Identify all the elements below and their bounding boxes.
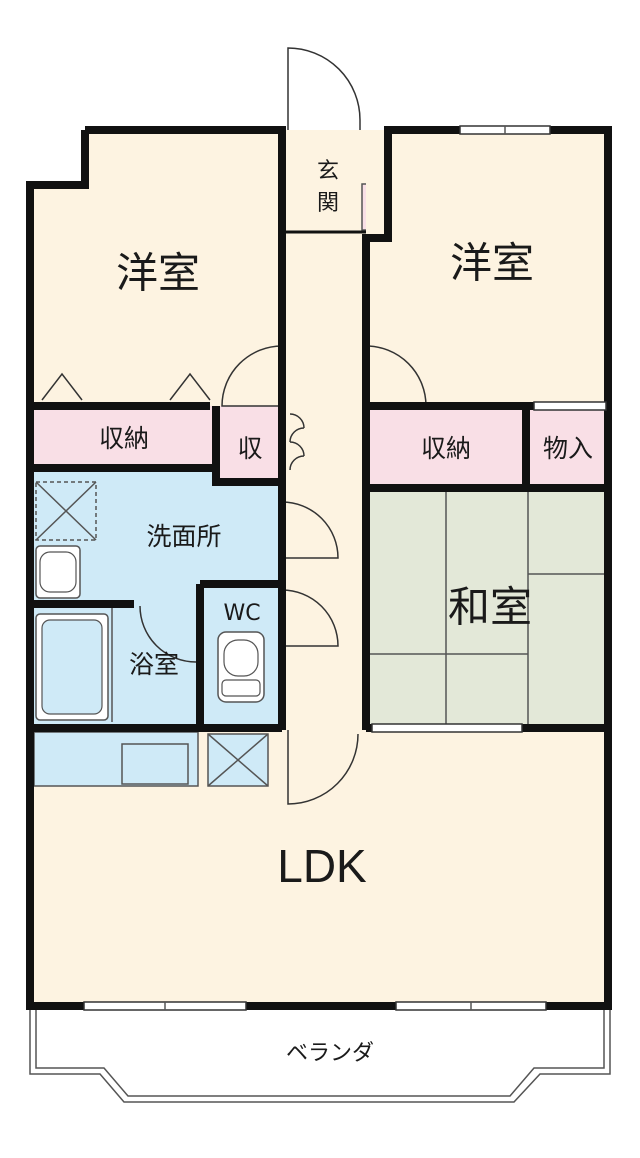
closet-floor <box>526 406 608 488</box>
toilet <box>217 631 265 703</box>
entrance-floor <box>286 130 362 234</box>
closet-label: 物入 <box>543 434 593 463</box>
windows <box>83 125 607 1011</box>
storage-small-label: 収 <box>237 434 262 463</box>
western-room-right-floor <box>366 130 608 406</box>
storage-left-floor <box>30 406 216 468</box>
entrance-label-top: 玄 <box>317 159 339 184</box>
entrance-label-bottom: 関 <box>317 191 339 216</box>
washroom-fixtures <box>35 481 113 722</box>
washroom-label: 洗面所 <box>146 522 221 551</box>
veranda-outline <box>29 1010 611 1103</box>
storage-small-floor <box>216 406 282 482</box>
veranda-label: ベランダ <box>286 1041 374 1066</box>
kitchen-sink <box>121 743 189 785</box>
wc-label: WC <box>223 601 260 626</box>
japanese-room-label: 和室 <box>448 583 532 632</box>
western-room-left-floor <box>30 130 282 406</box>
ldk-label: LDK <box>277 840 367 892</box>
western-room-left-label: 洋室 <box>116 249 200 298</box>
storage-right-label: 収納 <box>421 434 471 463</box>
storage-left-label: 収納 <box>99 424 149 453</box>
japanese-room-floor <box>366 488 608 726</box>
walls <box>26 126 612 1010</box>
tatami-mats <box>368 490 606 724</box>
storage-right-floor <box>366 406 526 488</box>
doors <box>41 47 427 805</box>
bath-label: 浴室 <box>129 650 179 679</box>
western-room-right-label: 洋室 <box>450 239 534 288</box>
